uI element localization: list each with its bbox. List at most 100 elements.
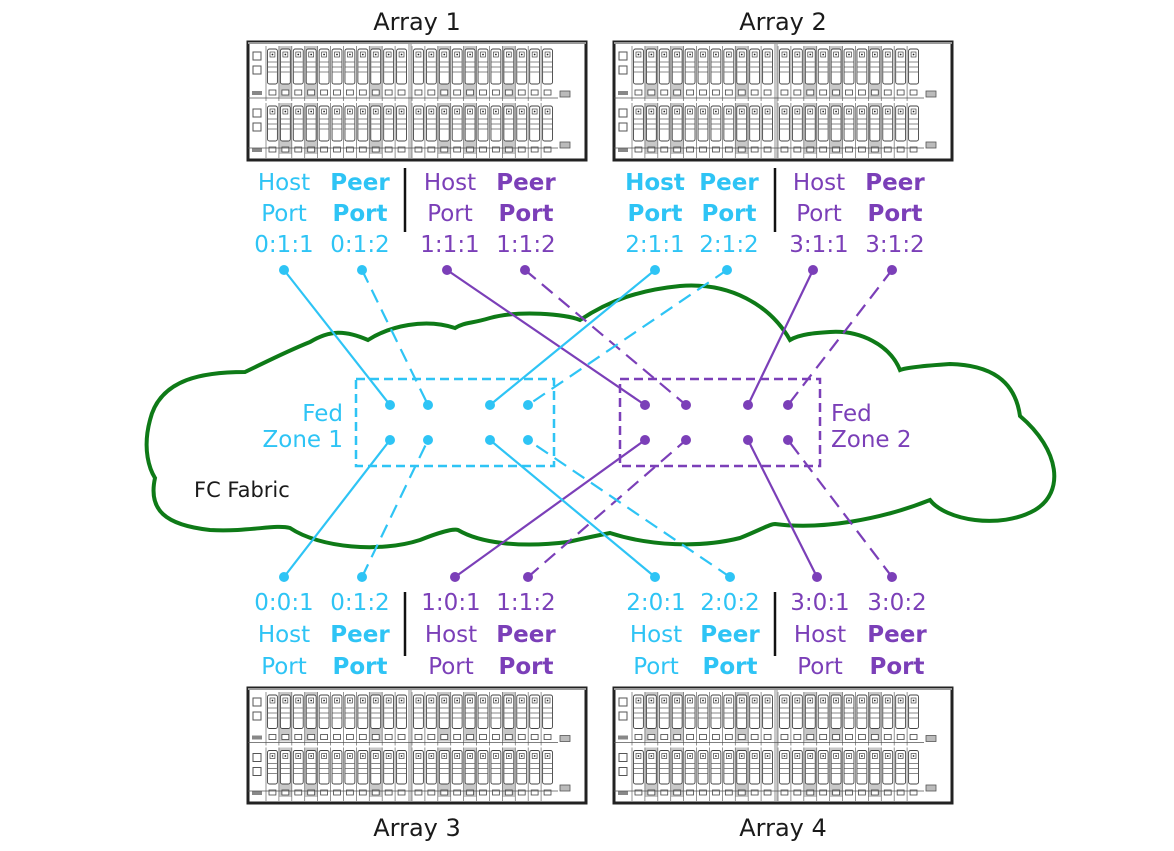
array-title: Array 3 [373, 814, 461, 842]
port-endpoint-dot [442, 265, 452, 275]
port-endpoint-dot [812, 572, 822, 582]
storage-array-rack-3 [246, 686, 588, 805]
port-label-id: 3:0:1 [790, 590, 849, 616]
storage-arrays [246, 40, 954, 805]
port-label-id: 3:1:1 [789, 232, 848, 258]
port-label-id: 3:1:2 [865, 232, 924, 258]
port-label-id: 1:1:2 [496, 232, 555, 258]
port-label-id: 0:1:2 [330, 590, 389, 616]
connection-link-dashed [524, 269, 687, 406]
port-label-type-line1: Host [258, 622, 310, 648]
port-label-type-line1: Peer [330, 170, 390, 196]
fed-zone-2-label-line2: Zone 2 [831, 427, 912, 453]
port-label-type-line2: Port [797, 654, 843, 680]
connection-link-dashed [361, 439, 429, 578]
zone-endpoint-dot [523, 400, 533, 410]
port-label-type-line2: Port [796, 201, 842, 227]
port-label-type-line2: Port [703, 654, 758, 680]
port-endpoint-dot [650, 572, 660, 582]
port-endpoint-dot [279, 572, 289, 582]
connection-link-solid [446, 269, 646, 406]
port-label-id: 2:0:2 [700, 590, 759, 616]
fed-zone-1-label-line2: Zone 1 [263, 427, 344, 453]
storage-array-rack-1 [246, 40, 588, 162]
port-label-type-line2: Port [499, 654, 554, 680]
port-label-type-line2: Port [628, 201, 683, 227]
port-endpoint-dot [520, 265, 530, 275]
zone-endpoint-dot [743, 400, 753, 410]
port-label-type-line1: Peer [330, 622, 390, 648]
port-endpoint-dot [722, 265, 732, 275]
port-label-type-line1: Peer [867, 622, 927, 648]
connection-link-solid [454, 439, 646, 578]
connection-link-solid [747, 269, 814, 406]
zone-endpoint-dot [640, 400, 650, 410]
port-label-id: 3:0:2 [867, 590, 926, 616]
port-label-type-line2: Port [333, 654, 388, 680]
port-label-type-line2: Port [333, 201, 388, 227]
port-label-type-line1: Host [424, 170, 476, 196]
port-labels: Array 1HostPort0:1:1PeerPort0:1:2HostPor… [254, 8, 927, 842]
connection-link-dashed [787, 269, 893, 406]
port-label-id: 0:1:1 [254, 232, 313, 258]
port-label-type-line1: Peer [865, 170, 925, 196]
connection-link-dashed [527, 269, 728, 406]
zone-endpoint-dot [783, 400, 793, 410]
port-label-type-line1: Host [793, 170, 845, 196]
array-title: Array 2 [739, 8, 827, 36]
connection-link-dashed [787, 439, 893, 578]
port-label-id: 2:0:1 [626, 590, 685, 616]
fed-zone-2-label-line1: Fed [831, 401, 872, 427]
port-label-type-line1: Host [794, 622, 846, 648]
port-label-type-line1: Host [258, 170, 310, 196]
port-label-type-line1: Peer [700, 622, 760, 648]
port-label-id: 1:1:2 [496, 590, 555, 616]
connection-link-dashed [527, 439, 731, 578]
port-label-id: 0:1:2 [330, 232, 389, 258]
zone-endpoint-dot [385, 400, 395, 410]
zone-endpoint-dot [423, 435, 433, 445]
port-label-id: 1:1:1 [420, 232, 479, 258]
zone-endpoint-dot [743, 435, 753, 445]
zone-endpoint-dot [423, 400, 433, 410]
port-label-type-line1: Host [630, 622, 682, 648]
port-label-type-line1: Peer [496, 622, 556, 648]
port-label-type-line2: Port [633, 654, 679, 680]
fed-zone-1-box [354, 377, 556, 468]
connection-link-solid [747, 439, 818, 578]
port-label-id: 0:0:1 [254, 590, 313, 616]
port-endpoint-dot [450, 572, 460, 582]
zone-endpoint-dot [681, 435, 691, 445]
port-label-type-line1: Peer [699, 170, 759, 196]
fc-fabric-cloud [144, 283, 1057, 550]
fed-zone-2-box [618, 377, 822, 468]
connection-links [279, 265, 897, 582]
zone-endpoint-dot [485, 400, 495, 410]
fed-zone-1-label-line1: Fed [302, 401, 343, 427]
connection-link-dashed [361, 269, 429, 406]
port-label-type-line2: Port [261, 201, 307, 227]
port-label-type-line2: Port [427, 201, 473, 227]
port-endpoint-dot [523, 572, 533, 582]
port-label-id: 2:1:1 [625, 232, 684, 258]
port-endpoint-dot [279, 265, 289, 275]
port-endpoint-dot [357, 265, 367, 275]
storage-array-rack-4 [612, 686, 954, 805]
array-title: Array 4 [739, 814, 827, 842]
storage-array-rack-2 [612, 40, 954, 162]
zone-endpoint-dot [681, 400, 691, 410]
fc-fabric-label: FC Fabric [194, 478, 290, 502]
port-endpoint-dot [808, 265, 818, 275]
port-endpoint-dot [887, 572, 897, 582]
port-endpoint-dot [650, 265, 660, 275]
connection-link-solid [489, 439, 656, 578]
port-label-type-line2: Port [261, 654, 307, 680]
port-label-type-line1: Peer [496, 170, 556, 196]
connection-link-solid [489, 269, 656, 406]
connection-link-dashed [527, 439, 687, 578]
port-label-type-line2: Port [499, 201, 554, 227]
port-label-type-line1: Host [625, 170, 685, 196]
zone-endpoint-dot [385, 435, 395, 445]
port-endpoint-dot [725, 572, 735, 582]
